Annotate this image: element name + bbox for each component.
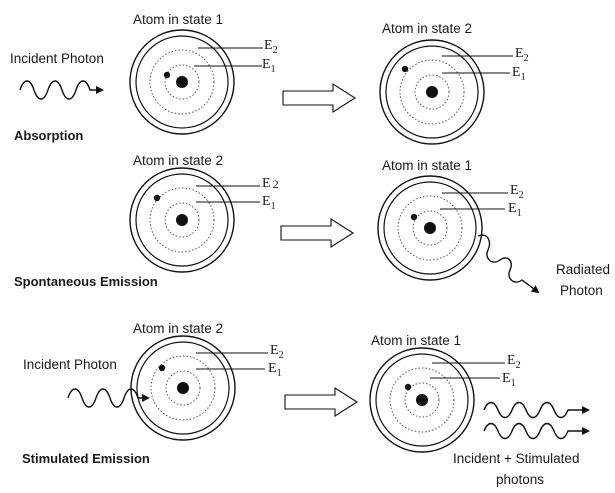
nucleus <box>424 222 436 234</box>
atom-title: Atom in state 1 <box>133 12 223 27</box>
atom-title: Atom in state 2 <box>133 321 223 336</box>
row-stimulated-emission: Incident Photon Stimulated Emission Atom… <box>22 321 590 487</box>
level-e2-label: E2 <box>264 38 278 56</box>
outgoing-label-line1: Incident + Stimulated <box>453 451 579 466</box>
level-e2-label: E2 <box>507 353 521 371</box>
process-label-stimulated: Stimulated Emission <box>22 451 150 466</box>
level-e1-label: E1 <box>502 371 516 389</box>
atom-before-stimulated: Atom in state 2 E2 E1 <box>130 321 284 441</box>
level-e1-label: E1 <box>262 57 276 75</box>
nucleus <box>426 86 438 98</box>
incident-photon-label: Incident Photon <box>10 51 104 66</box>
electron <box>153 194 161 202</box>
process-label-spontaneous: Spontaneous Emission <box>14 274 158 289</box>
transition-arrow <box>282 82 357 114</box>
level-e2-label: E2 <box>515 46 529 64</box>
level-e2-label: E2 <box>510 183 524 201</box>
outgoing-photon-wave-2 <box>483 422 590 440</box>
atom-title: Atom in state 1 <box>382 158 472 173</box>
electron <box>401 65 409 73</box>
nucleus <box>416 394 428 406</box>
nucleus <box>176 214 188 226</box>
radiated-photon-wave <box>477 234 540 294</box>
radiated-label-line2: Photon <box>560 283 603 298</box>
row-absorption: Incident Photon Absorption Atom in state… <box>10 12 529 145</box>
atom-before-absorption: Atom in state 1 E2 E1 <box>129 12 278 135</box>
incident-photon-label: Incident Photon <box>23 357 117 372</box>
process-label-absorption: Absorption <box>14 128 83 143</box>
atom-after-stimulated: Atom in state 1 E2 E1 <box>369 333 521 453</box>
incident-photon-wave <box>67 388 150 408</box>
electron <box>404 383 412 391</box>
level-e1-label: E1 <box>268 361 282 379</box>
electron <box>410 213 418 221</box>
electron <box>163 71 171 79</box>
nucleus <box>176 76 188 88</box>
electron <box>158 364 166 372</box>
radiated-label-line1: Radiated <box>556 262 610 277</box>
level-e2-label: E2 <box>270 343 284 361</box>
level-e1-label: E1 <box>512 65 526 83</box>
outgoing-label-line2: photons <box>496 472 544 487</box>
transition-arrow <box>284 386 359 418</box>
nucleus <box>177 382 189 394</box>
transition-arrow <box>280 217 355 249</box>
atom-after-absorption: Atom in state 2 E2 E1 <box>379 21 529 145</box>
level-e1-label: E1 <box>508 201 522 219</box>
atom-after-spontaneous: Atom in state 1 E2 E1 <box>377 158 524 281</box>
atom-title: Atom in state 2 <box>133 153 223 168</box>
atom-title: Atom in state 2 <box>382 21 472 36</box>
outgoing-photon-wave-1 <box>483 401 590 419</box>
atom-title: Atom in state 1 <box>371 333 461 348</box>
incident-photon-wave <box>19 80 104 100</box>
level-e1-label: E1 <box>262 194 276 212</box>
